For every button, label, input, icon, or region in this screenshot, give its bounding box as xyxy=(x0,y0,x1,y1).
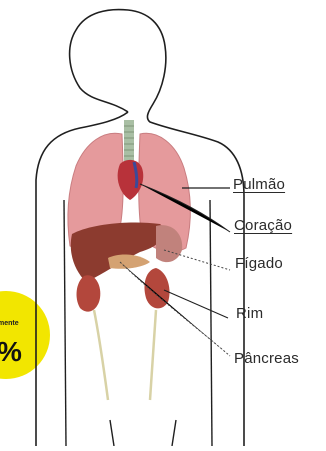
leader-rim xyxy=(164,290,228,318)
badge-big-text: % xyxy=(0,336,22,368)
label-pancreas: Pâncreas xyxy=(234,350,299,367)
arm-right-inner xyxy=(210,200,212,446)
label-coracao: Coração xyxy=(234,217,292,234)
kidney-left xyxy=(77,275,101,311)
arm-left-inner xyxy=(64,200,66,446)
badge-small-text: mente xyxy=(0,320,19,327)
ureter-right xyxy=(150,310,156,400)
label-rim: Rim xyxy=(236,305,263,322)
pancreas xyxy=(108,255,150,269)
ureter-left xyxy=(94,310,108,400)
label-figado: Fígado xyxy=(235,255,283,272)
legs-outline xyxy=(110,420,176,446)
leader-pancreas xyxy=(120,262,230,356)
label-pulmao: Pulmão xyxy=(233,176,285,193)
